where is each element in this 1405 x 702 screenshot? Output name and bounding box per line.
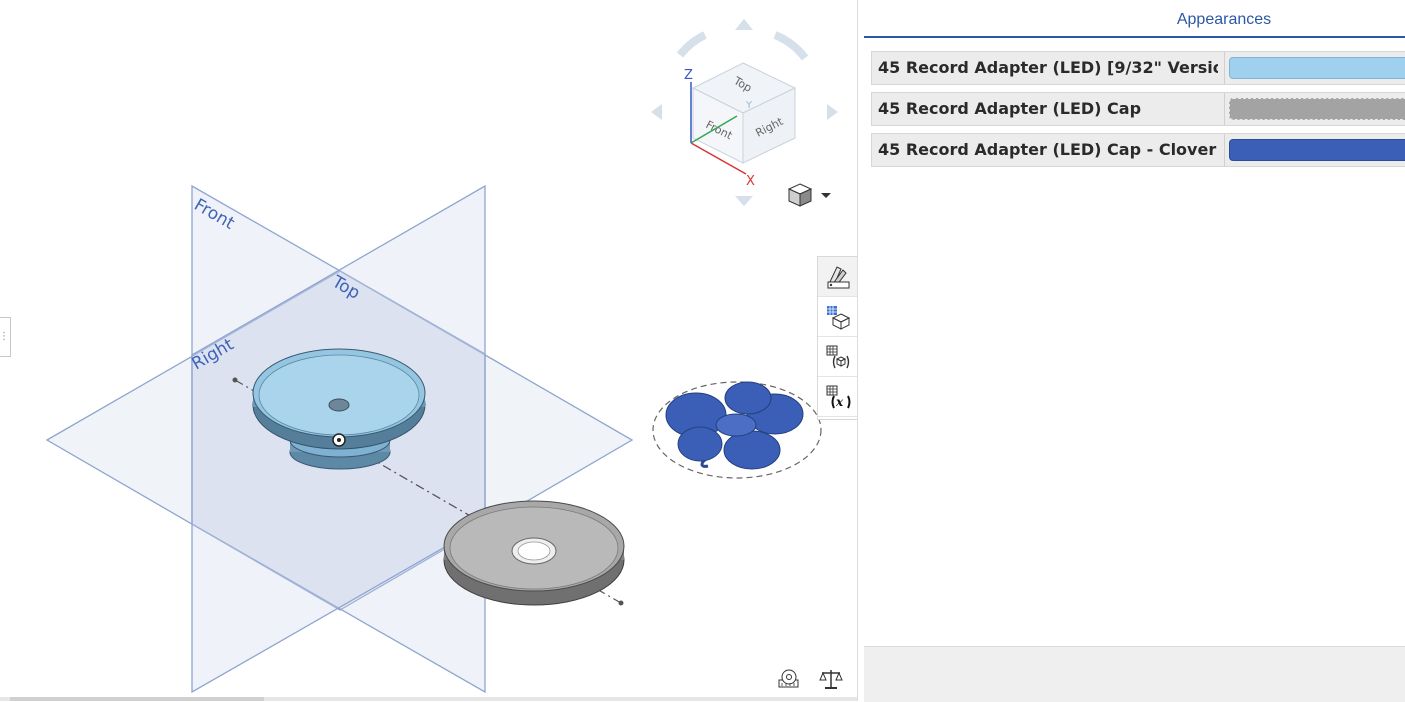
record-adapter-part[interactable] [252,348,426,470]
variable-tool-button[interactable] [818,337,857,377]
view-cube[interactable]: Top Front Right Z X Y [651,19,838,206]
panel-title: Appearances [1176,11,1272,28]
appearances-table: 45 Record Adapter (LED) [9/32" Version] … [871,51,1405,174]
paint-swatches-icon [827,265,849,288]
cube-icon [787,183,813,207]
configuration-tool-button[interactable] [818,297,857,337]
variable-table-icon [826,345,849,368]
balance-scale-icon [819,670,843,689]
left-panel-handle[interactable]: ⋮ [0,317,11,357]
function-table-icon: x [826,385,850,409]
column-divider [1224,134,1225,166]
configuration-cube-icon [826,305,850,330]
appearance-tool-button[interactable] [818,257,857,297]
record-adapter-cap-part[interactable] [443,500,625,606]
chevron-down-icon [821,193,831,198]
part-name: 45 Record Adapter (LED) Cap [878,99,1142,118]
appearance-row[interactable]: 45 Record Adapter (LED) [9/32" Version] [871,51,1405,85]
appearances-panel: Appearances 45 Record Adapter (LED) [9/3… [857,0,1405,702]
part-name: 45 Record Adapter (LED) Cap - Clover E..… [878,140,1218,159]
color-swatch[interactable] [1229,98,1405,120]
graphics-viewport[interactable]: Front Top Right [0,0,857,701]
axis-y-label: Y [745,100,753,111]
viewport-scrollbar[interactable] [0,697,857,701]
scene-canvas[interactable]: Front Top Right [0,0,857,701]
function-tool-button[interactable]: x [818,377,857,417]
mass-properties-button[interactable] [819,668,843,690]
column-divider [1224,93,1225,125]
color-swatch[interactable] [1229,57,1405,79]
panel-header: Appearances [864,0,1405,38]
right-side-toolbar: x [817,256,857,420]
clover-part[interactable] [652,381,822,479]
appearance-row[interactable]: 45 Record Adapter (LED) Cap - Clover E..… [871,133,1405,167]
scrollbar-thumb[interactable] [10,697,264,701]
part-name: 45 Record Adapter (LED) [9/32" Version] [878,58,1218,77]
explode-line [234,379,622,604]
panel-footer [864,646,1405,702]
axis-z-label: Z [684,68,693,83]
svg-text:x: x [835,395,844,409]
measure-button[interactable] [776,668,800,690]
color-swatch[interactable] [1229,139,1405,161]
axis-x-label: X [746,174,755,189]
column-divider [1224,52,1225,84]
view-mode-button[interactable] [786,182,834,208]
appearance-row[interactable]: 45 Record Adapter (LED) Cap [871,92,1405,126]
explode-line-start [232,377,238,383]
measure-tape-icon [778,669,799,688]
explode-line-end [618,600,624,606]
